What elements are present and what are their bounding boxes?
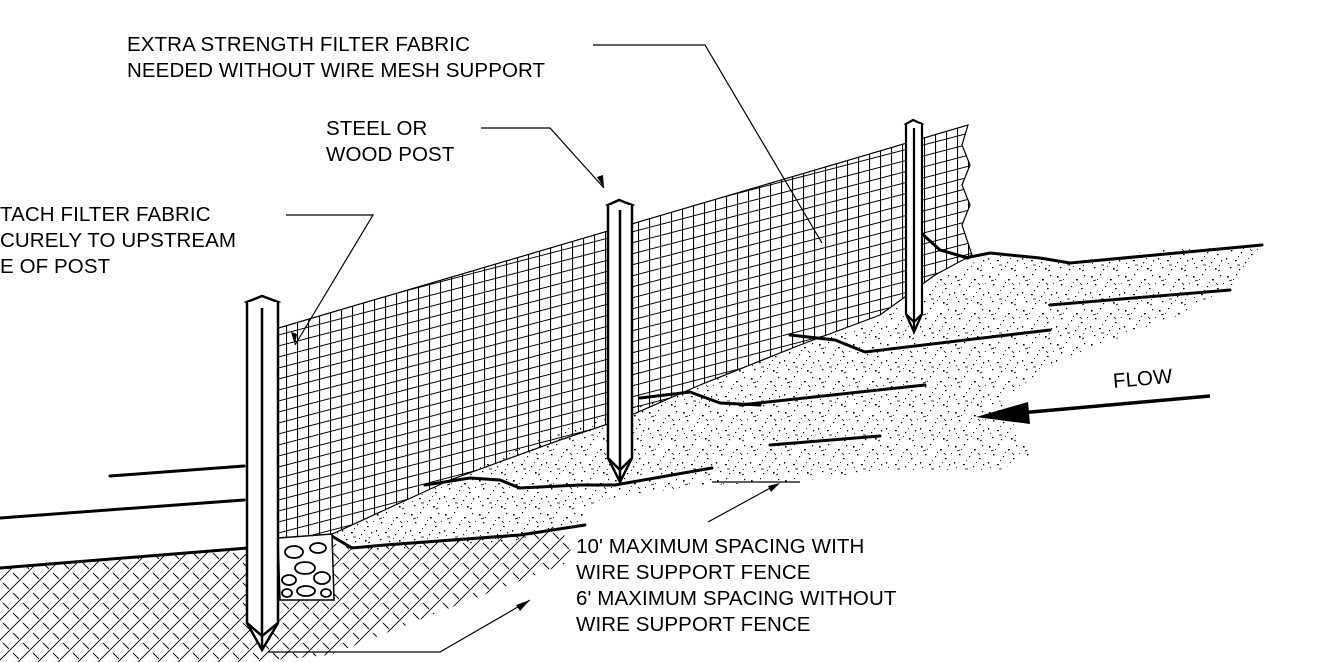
- spacing-callout-line2: WIRE SUPPORT FENCE: [576, 561, 811, 584]
- post-middle: [604, 198, 636, 485]
- fabric-callout-line2: NEEDED WITHOUT WIRE MESH SUPPORT: [127, 59, 546, 82]
- flow-label: FLOW: [1112, 364, 1174, 393]
- fabric-callout: EXTRA STRENGTH FILTER FABRIC NEEDED WITH…: [127, 32, 545, 84]
- gravel-trench: [277, 533, 335, 601]
- post-left: [243, 294, 282, 653]
- flow-arrow-icon: [976, 394, 1211, 424]
- post-callout: STEEL OR WOOD POST: [326, 116, 454, 168]
- attach-callout-line1: TACH FILTER FABRIC: [0, 203, 211, 226]
- post-callout-line2: WOOD POST: [326, 143, 455, 166]
- post-right: [903, 118, 925, 335]
- spacing-callout-line3: 6' MAXIMUM SPACING WITHOUT: [576, 587, 897, 610]
- leader-lines: [268, 44, 823, 653]
- attach-callout: TACH FILTER FABRIC CURELY TO UPSTREAM E …: [0, 202, 236, 280]
- spacing-callout-line1: 10' MAXIMUM SPACING WITH: [576, 535, 865, 558]
- attach-callout-line2: CURELY TO UPSTREAM: [0, 229, 237, 252]
- fabric-callout-line1: EXTRA STRENGTH FILTER FABRIC: [127, 33, 470, 56]
- attach-callout-line3: E OF POST: [0, 255, 111, 278]
- spacing-callout: 10' MAXIMUM SPACING WITH WIRE SUPPORT FE…: [576, 534, 896, 638]
- spacing-callout-line4: WIRE SUPPORT FENCE: [576, 613, 811, 636]
- leader-arrowheads: [291, 175, 780, 611]
- ground-lines: [0, 230, 1264, 570]
- post-callout-line1: STEEL OR: [326, 117, 428, 140]
